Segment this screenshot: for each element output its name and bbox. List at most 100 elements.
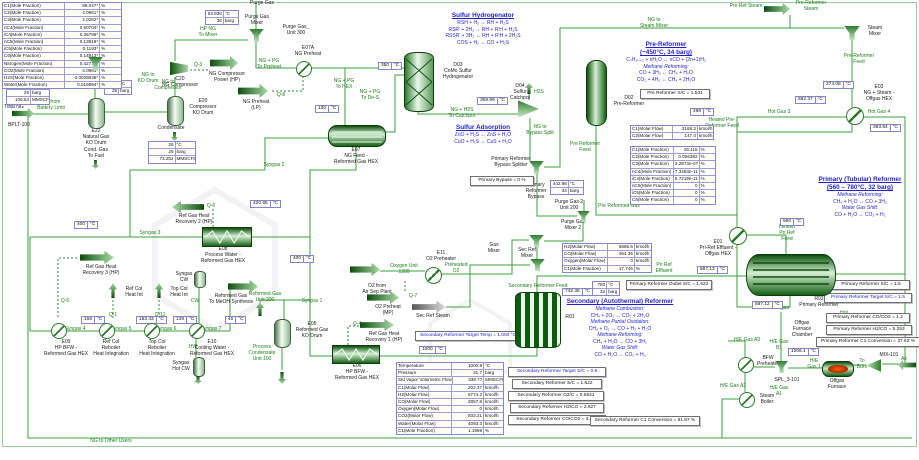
h2s-arrow-icon[interactable] <box>525 83 533 94</box>
e08-process-water-reformed-gas-hex-icon[interactable] <box>202 227 252 247</box>
syngas-hot-cw-label: Syngas Hot CW <box>172 360 190 372</box>
temp-box-159: 159°C <box>81 316 106 325</box>
e07a-ng-preheat-label: E07A NG Preheat <box>294 45 322 57</box>
e20-compressor-ko-drum-label: E20 Compressor KO Drum <box>189 98 217 116</box>
temp-box-130: 130°C <box>315 105 340 114</box>
steam-boiler-exchanger-icon[interactable] <box>739 392 755 408</box>
purge-gas-mixer-2-icon[interactable] <box>577 211 590 222</box>
battery-limit-ng-arrow-icon[interactable] <box>12 108 34 119</box>
syngas-cw-drum-icon[interactable] <box>194 271 206 288</box>
h-e-gas-1-label: H/E Gas 1 <box>807 358 821 370</box>
temp-box-369-99: 369.99°C <box>477 97 508 106</box>
e11-o2-preheater-icon[interactable] <box>425 267 442 284</box>
secondary-reformer-note-equation: Water Gas Shift: <box>601 345 639 351</box>
c20-ng-compressor-icon[interactable] <box>170 61 188 76</box>
reformed-gas-to-meoh-synthesis-label: Reformed Gas To MeOH Synthesis <box>208 293 254 305</box>
e20-compressor-ko-drum-icon[interactable] <box>167 96 184 126</box>
offgas-furnace-chamber-label: Offgas Furnace Chamber <box>791 320 813 338</box>
primary-reformer-target-s-c-1-5-callout: Primary Reformer Target S/C = 1.5 <box>824 293 912 303</box>
temp-box-400: 400°C <box>290 255 315 264</box>
syngas-hot-cw-arrow-icon[interactable] <box>194 376 202 384</box>
e07-ng-feed-reformed-gas-hex-icon[interactable] <box>328 125 386 147</box>
sec-ref-mixer-label: Sec Ref Mixer <box>518 247 536 259</box>
temp-unit: °C <box>581 289 592 296</box>
pre-reformed-fraction-table-row: C6(Mole Fraction)0% <box>631 196 715 204</box>
primary-reformer-note-equation: CH₄ + H₂O ↔ CO + 3H₂ <box>833 198 887 205</box>
c20-ng-compressor-label: C20 NG Compressor <box>161 76 199 88</box>
offgas-furnace-icon[interactable] <box>822 361 854 377</box>
primary-reformer-note-equation: Methane Reforming: <box>837 192 883 198</box>
temp-unit: °C <box>814 97 825 104</box>
temp-unit: °C <box>94 317 104 324</box>
ng-to-steam-mixer-label: NG to Steam Mixer <box>639 17 669 29</box>
e03-ng-steam-offgas-hex-icon[interactable] <box>846 107 864 125</box>
preheated-o2-label: Preheated O2 <box>444 262 468 274</box>
e06-hp-bfw-reformed-gas-hex-icon[interactable] <box>332 345 380 364</box>
ng-h2s-to-catchpot-label: NG + H2S To Catchpot <box>448 107 476 119</box>
temp-value: 1000 <box>422 347 433 352</box>
temp-unit: °C <box>328 106 338 113</box>
process-condensate-arrow-icon[interactable] <box>278 372 286 384</box>
ref-col-reboiler-exchanger-icon[interactable] <box>99 323 115 339</box>
e07-ng-feed-reformed-gas-hex-label: E07 NG Feed - Reformed Gas HEX <box>333 147 379 165</box>
ng-to-ko-drum-label: NG to KO Drum <box>137 72 159 84</box>
air-arrow-icon[interactable] <box>898 360 916 370</box>
pre-reformer-feed-label: Pre-Reformer Feed <box>843 53 875 65</box>
bfw-preheater-exchanger-icon[interactable] <box>738 357 754 373</box>
pre-reformer-s-c-1-531-callout: Pre Reformer S/C = 1.531 <box>640 89 710 99</box>
bypass-conditions-row: 442.98°C <box>552 181 575 188</box>
pre-reformer-note: Pre-Reformer(~450°C, 34 barg)CₙH₂ₙ₊₂ + n… <box>620 41 712 83</box>
ng-composition-table-row: C1(Mole Fraction)88.047*% <box>4 3 106 10</box>
temp-unit: °C <box>235 317 245 324</box>
temp-value: 393.84 <box>873 125 888 130</box>
r02-primary-reformer-icon[interactable] <box>746 254 836 296</box>
cond-gas-to-fuel-label: Cond. Gas To Fuel <box>84 147 108 159</box>
e07a-ng-preheat-exchanger-icon[interactable] <box>296 61 312 77</box>
primary-reformer-s-c-1-5-callout: Primary Reformer S/C = 1.5 <box>832 280 910 290</box>
ng-pg-to-preheat-label: NG + PG To Preheat <box>256 58 282 70</box>
ng-to-bypass-split-label: NG to Bypass Split <box>526 124 554 136</box>
d03-como-sulfur-hydrogenator-icon[interactable] <box>404 52 434 112</box>
d02-pre-reformer-icon[interactable] <box>586 60 607 126</box>
condensate-arrow-icon[interactable] <box>171 132 178 141</box>
process-condensate-unit-100-label: Process Condensate Unit 100 <box>248 344 276 362</box>
e09-hp-bfw-reformed-gas-hex-icon[interactable] <box>51 323 67 339</box>
temp-unit: °C <box>889 125 900 132</box>
temp-unit: °C <box>716 267 727 274</box>
top-col-heat-int-arrow-icon[interactable] <box>155 283 163 298</box>
ref-col-heat-int-arrow-icon[interactable] <box>109 283 117 298</box>
e05-reformed-gas-ko-drum-icon[interactable] <box>274 319 291 348</box>
e10-cooling-water-reformed-gas-hex-icon[interactable] <box>189 323 205 339</box>
reformed-gas-unit-200-label: Reformed Gas Unit 200 <box>248 291 282 303</box>
temp-value: 400 <box>77 222 86 227</box>
o2-from-air-sep-plant-label: O2 from Air Sep Plant <box>362 283 392 295</box>
r01-secondary-reformer-icon[interactable] <box>515 292 561 348</box>
fuel-gas-conditions-row: 26°C <box>149 142 195 149</box>
top-col-reboiler-exchanger-icon[interactable] <box>144 323 160 339</box>
h2s-label: H2S <box>534 89 544 95</box>
e01-pri-ref-effluent-offgas-hex-icon[interactable] <box>729 227 747 245</box>
temp-value: 369.99 <box>480 98 495 103</box>
ng-composition-table-row: iC5(Mole Fraction)0.1193*% <box>3 45 121 53</box>
secondary-reformer-target-s-c-0-8-callout: Secondary Reformer Target S/C = 0.8 <box>508 367 606 377</box>
reformed-gas-unit-200-arrow-icon[interactable] <box>256 302 264 316</box>
temp-value: 582.37 <box>798 97 813 102</box>
syngas-hot-cw-drum-icon[interactable] <box>193 357 205 377</box>
sulfur-adsorption-note-equation: CuO + H₂S ↔ CuS + H₂O <box>454 138 512 145</box>
q-4-label: Q-4 <box>352 321 362 327</box>
e22-natural-gas-ko-drum-icon[interactable] <box>88 98 105 129</box>
secondary-reformer-note-equation: CH₄ + H₂O ↔ CO + 3H₂ <box>593 338 647 345</box>
cond-gas-to-fuel-arrow-icon[interactable] <box>92 160 99 169</box>
e03-ng-steam-offgas-hex-label: E03 NG + Steam - Offgas HEX <box>863 84 895 102</box>
air-label: Air <box>900 356 908 362</box>
condensate-label: Condensate <box>157 125 185 131</box>
pre-reformer-note-equation: Methane Reforming: <box>643 63 689 70</box>
temp-unit: °C <box>186 317 196 324</box>
